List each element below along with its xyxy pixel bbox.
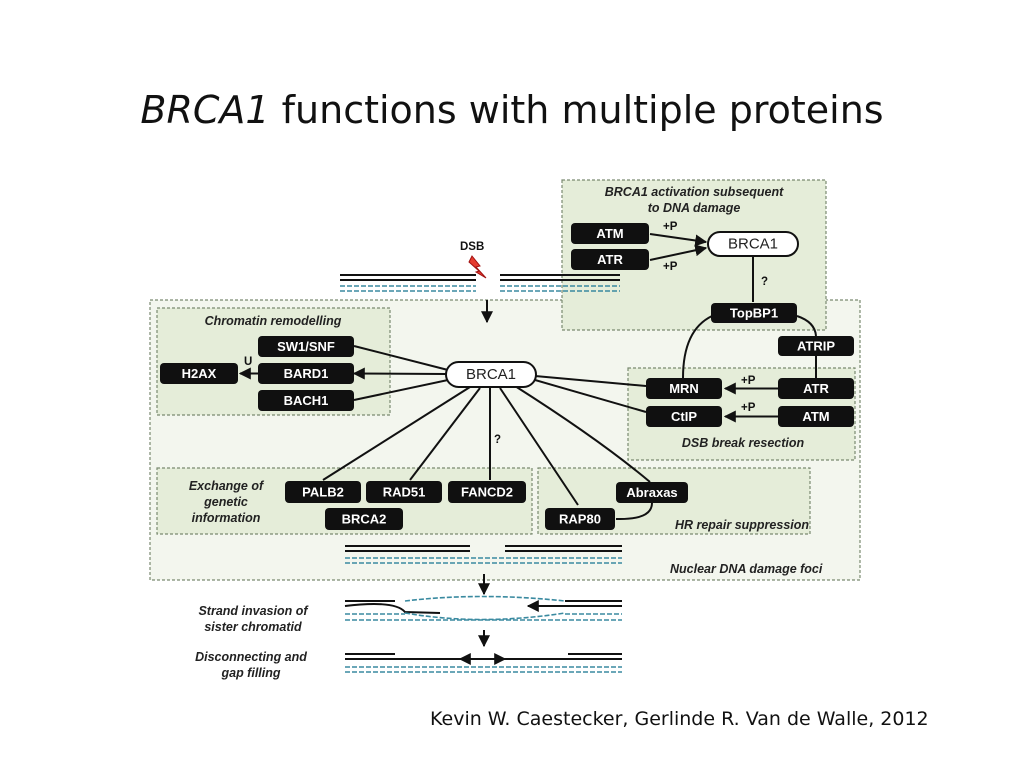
rap80-abraxas-edge <box>615 502 653 521</box>
mrn-node-label: MRN <box>669 381 699 396</box>
brca1-hub-edges <box>322 345 651 506</box>
brca1-node-top-label: BRCA1 <box>728 236 778 253</box>
atr-node-bottom-label: ATR <box>803 381 829 396</box>
atr-node-top-label: ATR <box>597 252 623 267</box>
atm-node-bottom-label: ATM <box>802 409 829 424</box>
brca2-node <box>325 508 403 530</box>
bach1-node <box>258 390 354 411</box>
topbp1-to-mrn-edge <box>682 315 713 379</box>
atr-node-bottom <box>778 378 854 399</box>
slide-title-rest: functions with multiple proteins <box>269 88 884 132</box>
question-mark-1: ? <box>761 276 768 288</box>
plus-p-2: +P <box>663 261 678 273</box>
gap-filling-dna <box>345 653 622 673</box>
strand-invasion-label-2: sister chromatid <box>204 620 302 634</box>
mrn-node <box>646 378 722 399</box>
exchange-label-1: Exchange of <box>189 479 265 493</box>
rad51-node-label: RAD51 <box>383 485 426 500</box>
disconnecting-label-2: gap filling <box>220 666 280 680</box>
atm-node-top-label: ATM <box>596 226 623 241</box>
exchange-label-2: genetic <box>203 495 248 509</box>
brca2-node-label: BRCA2 <box>342 512 387 527</box>
abraxas-node <box>616 482 688 503</box>
brca1-node-top <box>707 231 799 257</box>
bard1-node <box>258 363 354 384</box>
bard1-node-label: BARD1 <box>284 366 329 381</box>
palb2-node <box>285 481 361 503</box>
question-mark-2: ? <box>494 434 501 446</box>
strand-invasion-dna <box>344 595 622 621</box>
activation-title-1: BRCA1 activation subsequent <box>605 185 784 199</box>
topbp1-to-atrip-edge <box>796 315 817 337</box>
h2ax-node-label: H2AX <box>182 366 217 381</box>
strand-invasion-label-1: Strand invasion of <box>198 604 309 618</box>
brca1-node-center <box>445 361 537 388</box>
atr-node-top <box>571 249 649 270</box>
palb2-node-label: PALB2 <box>302 485 344 500</box>
exchange-label-3: information <box>192 511 261 525</box>
foci-dna <box>345 545 622 564</box>
citation: Kevin W. Caestecker, Gerlinde R. Van de … <box>430 708 929 730</box>
rad51-node <box>366 481 442 503</box>
bach1-node-label: BACH1 <box>284 393 329 408</box>
sw1snf-node <box>258 336 354 357</box>
lightning-icon <box>468 255 487 279</box>
topbp1-node <box>711 303 797 323</box>
rap80-node-label: RAP80 <box>559 512 601 527</box>
dsb-resection-label: DSB break resection <box>682 436 805 450</box>
fancd2-node <box>448 481 526 503</box>
atr-to-brca1-edge <box>649 244 708 261</box>
h2ax-node <box>160 363 238 384</box>
sw1snf-node-label: SW1/SNF <box>277 339 335 354</box>
plus-p-1: +P <box>663 221 678 233</box>
atrip-node <box>778 336 854 356</box>
topbp1-node-label: TopBP1 <box>730 306 778 321</box>
activation-title-2: to DNA damage <box>648 201 741 215</box>
rap80-node <box>545 508 615 530</box>
atrip-node-label: ATRIP <box>797 339 835 354</box>
slide-title-gene: BRCA1 <box>140 88 270 132</box>
abraxas-node-label: Abraxas <box>626 485 677 500</box>
brca1-node-center-label: BRCA1 <box>466 366 516 383</box>
disconnecting-label-1: Disconnecting and <box>195 650 307 664</box>
atm-node-bottom <box>778 406 854 427</box>
chromatin-title: Chromatin remodelling <box>205 314 342 328</box>
atm-to-brca1-edge <box>649 233 708 247</box>
atm-node-top <box>571 223 649 244</box>
ubiquitin-label: U <box>244 356 252 368</box>
ctip-node <box>646 406 722 427</box>
nuclear-foci-label: Nuclear DNA damage foci <box>670 562 823 576</box>
dsb-label: DSB <box>460 241 484 253</box>
ctip-node-label: CtIP <box>671 409 697 424</box>
plus-p-3: +P <box>741 375 756 387</box>
fancd2-node-label: FANCD2 <box>461 485 513 500</box>
top-dna <box>340 274 620 292</box>
slide-title: BRCA1 functions with multiple proteins <box>0 88 1024 132</box>
hr-suppression-label: HR repair suppression <box>675 518 809 532</box>
plus-p-4: +P <box>741 402 756 414</box>
